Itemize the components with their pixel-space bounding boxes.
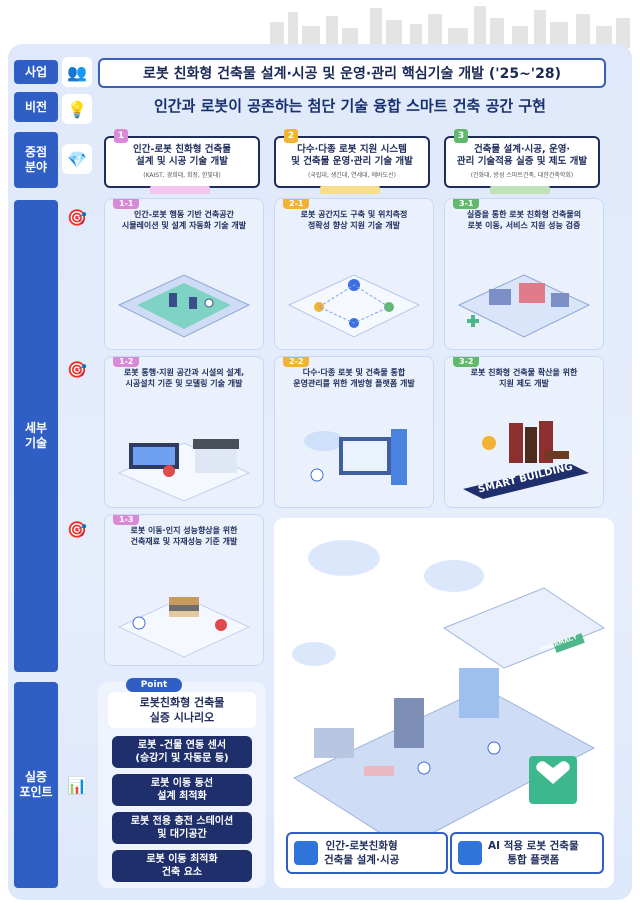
spatial-map-illustration [287, 274, 421, 338]
platform-icon [458, 841, 482, 865]
diamond-icon: 💎 [62, 144, 92, 174]
focus-number: 3 [454, 129, 468, 143]
material-test-illustration [117, 596, 251, 658]
simulation-room-illustration [117, 274, 251, 338]
sidebar-vision: 비전 [14, 92, 58, 122]
detail-text: 다수·다종 로봇 및 건축물 통합 운영관리를 위한 개방형 플랫폼 개발 [293, 368, 415, 388]
sidebar-business: 사업 [14, 60, 58, 84]
target-icon: 🎯 [67, 359, 87, 379]
detail-tag: 1-1 [113, 199, 140, 209]
detail-tag: 3-2 [453, 357, 480, 367]
focus-area-3: 3 건축물 설계·시공, 운영· 관리 기술적용 실증 및 제도 개발 (건화대… [444, 129, 600, 188]
focus-number: 2 [284, 129, 298, 143]
detail-card-2-2: 2-2 다수·다종 로봇 및 건축물 통합 운영관리를 위한 개방형 플랫폼 개… [274, 356, 434, 508]
detail-text: 실증을 통한 로봇 친화형 건축물의 로봇 이동, 서비스 지원 성능 검증 [466, 210, 582, 230]
chart-search-icon: 📊 [67, 775, 87, 795]
detail-card-1-1: 1-1 인간-로봇 행동 기반 건축공간 시뮬레이션 및 설계 자동화 기술 개… [104, 198, 264, 350]
detail-card-2-1: 2-1 로봇 공간지도 구축 및 위치측정 정확성 향상 지원 기술 개발 [274, 198, 434, 350]
point-title: 로봇친화형 건축물 실증 시나리오 [108, 692, 256, 728]
detail-tag: 1-2 [113, 357, 140, 367]
target-icon: 🎯 [67, 519, 87, 539]
open-platform-illustration [304, 429, 407, 485]
ai-platform-label: AI 적용 로봇 건축물 통합 플랫폼 [488, 840, 579, 866]
sidebar-focus: 중점 분야 [14, 132, 58, 188]
smart-hospital-illustration [292, 540, 606, 849]
lightbulb-icon: 💡 [62, 94, 92, 124]
point-item: 로봇 이동 최적화 건축 요소 [112, 850, 252, 882]
detail-text: 로봇 통행·지원 공간과 시설의 설계, 시공설치 기준 및 모델링 기술 개발 [123, 368, 245, 388]
hospital-test-illustration [457, 274, 591, 338]
focus-title: 다수·다종 로봇 지원 시스템 및 건축물 운영·관리 기술 개발 [291, 144, 413, 167]
focus-area-1: 1 인간-로봇 친화형 건축물 설계 및 시공 기술 개발 (KAIST, 경희… [104, 129, 260, 188]
detail-tag: 3-1 [453, 199, 480, 209]
detail-text: 로봇 이동·인지 성능향상을 위한 건축재료 및 자재성능 기준 개발 [130, 526, 238, 546]
focus-sub: (국립대, 생긴대, 연세대, 에바도신) [308, 172, 396, 179]
project-title: 로봇 친화형 건축물 설계·시공 및 운영·관리 핵심기술 개발 ('25~'2… [98, 58, 606, 88]
focus-number: 1 [114, 129, 128, 143]
demo-hospital-scene: PHARMACY [274, 518, 614, 888]
focus-title: 인간-로봇 친화형 건축물 설계 및 시공 기술 개발 [133, 144, 231, 167]
focus-strip-2 [320, 186, 380, 194]
detail-tag: 1-3 [113, 515, 140, 525]
focus-strip-3 [490, 186, 550, 194]
detail-text: 로봇 친화형 건축물 확산을 위한 지원 제도 개발 [470, 368, 578, 388]
focus-sub: (건화대, 방성 스마트건축, 대한건축학회) [470, 172, 574, 179]
detail-tag: 2-2 [283, 357, 310, 367]
sidebar-demo: 실증 포인트 [14, 682, 58, 888]
detail-card-1-3: 1-3 로봇 이동·인지 성능향상을 위한 건축재료 및 자재성능 기준 개발 [104, 514, 264, 666]
policy-illustration [463, 421, 589, 499]
design-construction-button[interactable]: 인간-로봇친화형 건축물 설계·시공 [286, 832, 448, 874]
focus-strip-1 [150, 186, 210, 194]
detail-card-3-1: 3-1 실증을 통한 로봇 친화형 건축물의 로봇 이동, 서비스 지원 성능 … [444, 198, 604, 350]
detail-card-3-2: 3-2 로봇 친화형 건축물 확산을 위한 지원 제도 개발 SMART BUI… [444, 356, 604, 508]
target-icon: 🎯 [67, 207, 87, 227]
point-item: 로봇 이동 동선 설계 최적화 [112, 774, 252, 806]
vision-statement: 인간과 로봇이 공존하는 첨단 기술 융합 스마트 건축 공간 구현 [153, 96, 546, 115]
focus-title: 건축물 설계·시공, 운영· 관리 기술적용 실증 및 제도 개발 [456, 144, 588, 167]
design-construction-label: 인간-로봇친화형 건축물 설계·시공 [324, 840, 400, 866]
detail-card-1-2: 1-2 로봇 통행·지원 공간과 시설의 설계, 시공설치 기준 및 모델링 기… [104, 356, 264, 508]
point-item: 로봇 -건물 연동 센서 (승강기 및 자동문 등) [112, 736, 252, 768]
focus-sub: (KAIST, 경희대, 회장, 한빛대) [143, 172, 221, 179]
ai-platform-button[interactable]: AI 적용 로봇 건축물 통합 플랫폼 [450, 832, 604, 874]
point-tag: Point [126, 678, 182, 692]
city-skyline-graphic [270, 6, 630, 48]
sidebar-detail: 세부 기술 [14, 200, 58, 672]
focus-area-2: 2 다수·다종 로봇 지원 시스템 및 건축물 운영·관리 기술 개발 (국립대… [274, 129, 430, 188]
detail-text: 로봇 공간지도 구축 및 위치측정 정확성 향상 지원 기술 개발 [300, 210, 408, 230]
point-item: 로봇 전용 충전 스테이션 및 대기공간 [112, 812, 252, 844]
building-icon [294, 841, 318, 865]
detail-text: 인간-로봇 행동 기반 건축공간 시뮬레이션 및 설계 자동화 기술 개발 [121, 210, 247, 230]
people-icon: 👥 [62, 57, 92, 87]
designer-desk-illustration [117, 439, 251, 502]
detail-tag: 2-1 [283, 199, 310, 209]
